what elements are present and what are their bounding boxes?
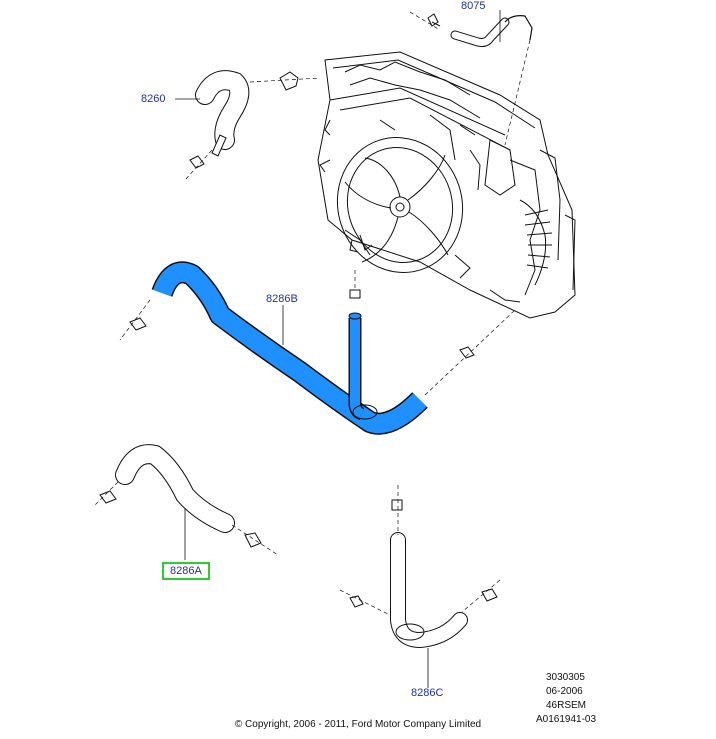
centerline-8286C-b [339, 589, 391, 616]
centerline-8075-b [504, 39, 531, 146]
copyright-notice: © Copyright, 2006 - 2011, Ford Motor Com… [234, 719, 482, 730]
centerline-8286B-b [119, 299, 151, 341]
meta-model: 46RSEM [546, 700, 587, 711]
centerline-8286A-a [94, 481, 119, 506]
part-label-8286B[interactable]: 8286B [266, 293, 298, 305]
part-label-8075[interactable]: 8075 [461, 0, 486, 12]
meta-illustration-id: A0161941-03 [536, 714, 597, 725]
hose-8286B[interactable] [129, 261, 475, 435]
centerline-8286A-b [231, 524, 279, 556]
part-label-8286A[interactable]: 8286A [162, 562, 210, 580]
centerline-8286C-c [461, 579, 501, 613]
hose-8260[interactable] [189, 70, 299, 169]
hose-8286A[interactable] [99, 444, 262, 548]
meta-date: 06-2006 [546, 686, 583, 697]
meta-code: 3030305 [546, 672, 585, 683]
hose-8286C[interactable] [349, 499, 498, 649]
hose-8075[interactable] [427, 13, 533, 47]
centerline-8075-a [409, 11, 441, 31]
part-label-8286C[interactable]: 8286C [411, 687, 444, 699]
part-label-8260[interactable]: 8260 [141, 93, 166, 105]
radiator-fan-assembly [317, 51, 576, 319]
centerline-8260-a [249, 77, 321, 83]
